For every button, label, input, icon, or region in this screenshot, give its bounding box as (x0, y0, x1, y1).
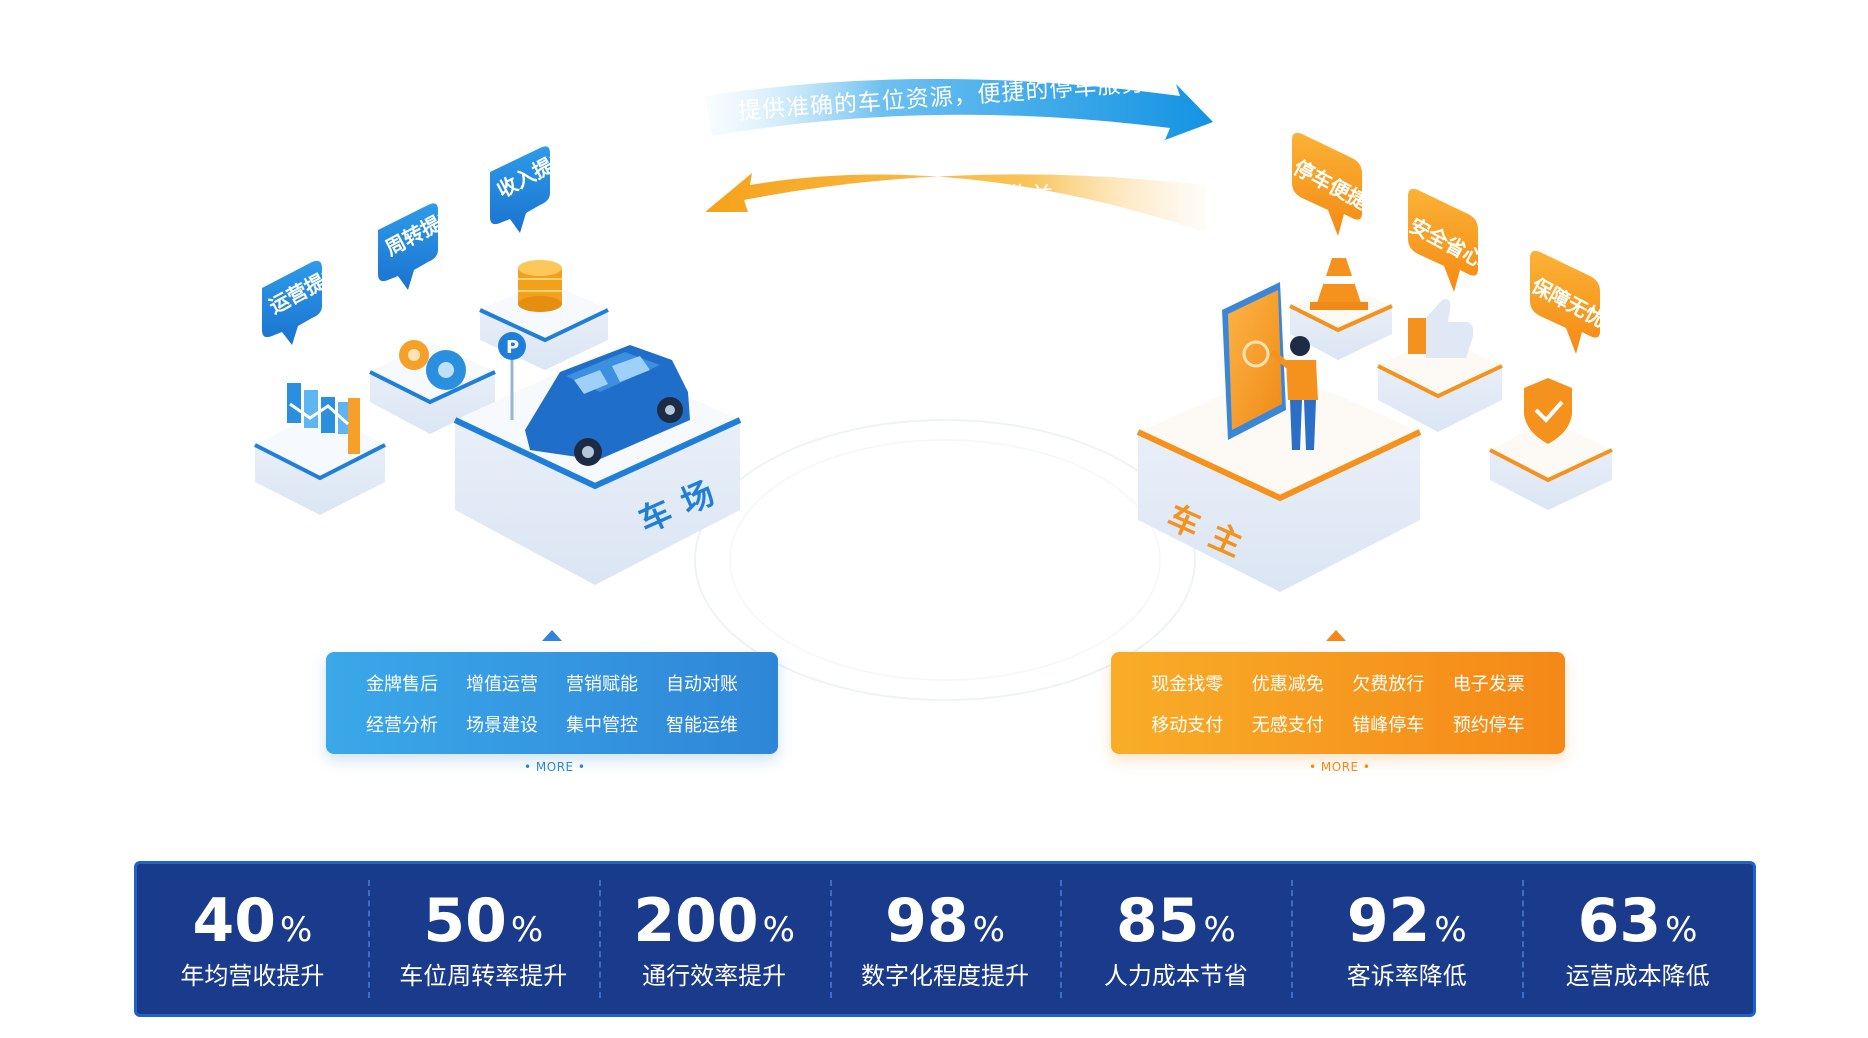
bubble-baozhang (1530, 250, 1600, 354)
bubble-zhouzhuan (378, 203, 438, 290)
stat-value: 92 (1346, 885, 1431, 956)
traffic-cone-icon (1310, 258, 1368, 310)
feature-item: 欠费放行 (1352, 673, 1425, 695)
thumbs-up-icon (1408, 299, 1474, 358)
svg-text:P: P (506, 337, 519, 358)
bubble-yunying (262, 260, 322, 345)
stat-item: 40% 年均营收提升 (137, 864, 368, 1014)
car-owner-main-platform (1136, 370, 1422, 592)
stat-item: 63% 运营成本降低 (1522, 864, 1753, 1014)
stat-unit: % (280, 909, 313, 950)
parking-lot-more-link[interactable]: • MORE • (524, 760, 586, 774)
bottom-flow-arrow (705, 173, 1205, 232)
stat-item: 50% 车位周转率提升 (367, 864, 599, 1014)
stat-value: 200 (633, 885, 759, 956)
feature-item: 无感支付 (1251, 714, 1324, 736)
parking-lot-feature-box: 金牌售后 增值运营 营销赋能 自动对账 经营分析 场景建设 集中管控 智能运维 (326, 652, 778, 754)
stat-label: 数字化程度提升 (861, 961, 1029, 990)
stat-unit: % (762, 909, 795, 950)
feature-item: 自动对账 (666, 673, 738, 695)
stat-item: 98% 数字化程度提升 (829, 864, 1061, 1014)
bar-chart-platform (254, 412, 386, 515)
feature-item: 集中管控 (566, 714, 638, 736)
stat-value: 50 (423, 885, 507, 956)
shield-check-icon (1524, 378, 1572, 444)
feature-item: 预约停车 (1452, 714, 1525, 736)
car-owner-caret (1326, 630, 1346, 641)
stat-item: 85% 人力成本节省 (1060, 864, 1291, 1014)
feature-item: 增值运营 (466, 673, 538, 695)
stats-bar: 40% 年均营收提升 50% 车位周转率提升 200% 通行效率提升 98% 数… (134, 861, 1756, 1017)
feature-item: 现金找零 (1151, 673, 1224, 695)
top-flow-arrow (705, 79, 1213, 140)
stat-value: 40 (192, 885, 277, 956)
stat-item: 200% 通行效率提升 (598, 864, 830, 1014)
car-icon (525, 345, 690, 466)
feature-item: 错峰停车 (1352, 714, 1425, 736)
parking-sign-icon: P (498, 332, 526, 420)
coins-icon (518, 260, 562, 312)
stat-unit: % (972, 909, 1005, 950)
bar-chart-icon (287, 383, 360, 454)
stat-label: 年均营收提升 (180, 961, 325, 990)
stat-unit: % (1665, 909, 1698, 950)
parking-lot-scene: P (254, 146, 742, 585)
feature-item: 经营分析 (366, 714, 438, 736)
person-icon (1270, 336, 1318, 450)
car-owner-scene (1136, 132, 1613, 592)
feature-item: 智能运维 (666, 714, 738, 736)
gears-icon (399, 340, 466, 390)
feature-item: 电子发票 (1452, 673, 1525, 695)
feature-item: 营销赋能 (566, 673, 638, 695)
stat-label: 人力成本节省 (1103, 961, 1248, 990)
stat-label: 车位周转率提升 (399, 961, 568, 990)
stat-item: 92% 客诉率降低 (1291, 864, 1522, 1014)
feature-item: 金牌售后 (366, 673, 438, 695)
bubble-tingche (1292, 132, 1362, 236)
bubble-shouru (490, 146, 550, 233)
bubble-anquan (1408, 188, 1478, 292)
feature-item: 场景建设 (466, 714, 538, 736)
stat-label: 客诉率降低 (1346, 961, 1467, 990)
stat-value: 98 (885, 885, 969, 956)
stat-unit: % (510, 909, 544, 950)
stat-label: 运营成本降低 (1565, 961, 1710, 990)
stat-value: 63 (1577, 885, 1662, 956)
phone-icon (1222, 282, 1286, 440)
stat-unit: % (1203, 909, 1236, 950)
stat-value: 85 (1115, 885, 1200, 956)
feature-item: 优惠减免 (1251, 673, 1324, 695)
car-owner-feature-box: 现金找零 优惠减免 欠费放行 电子发票 移动支付 无感支付 错峰停车 预约停车 (1111, 652, 1565, 754)
shield-platform (1489, 420, 1613, 510)
car-owner-more-link[interactable]: • MORE • (1309, 760, 1371, 774)
bottom-arrow-text: 为车场带来停车收益 (838, 183, 1054, 209)
feature-item: 移动支付 (1151, 714, 1224, 736)
parking-lot-caret (542, 630, 562, 641)
stat-unit: % (1434, 909, 1467, 950)
stat-label: 通行效率提升 (642, 961, 787, 990)
